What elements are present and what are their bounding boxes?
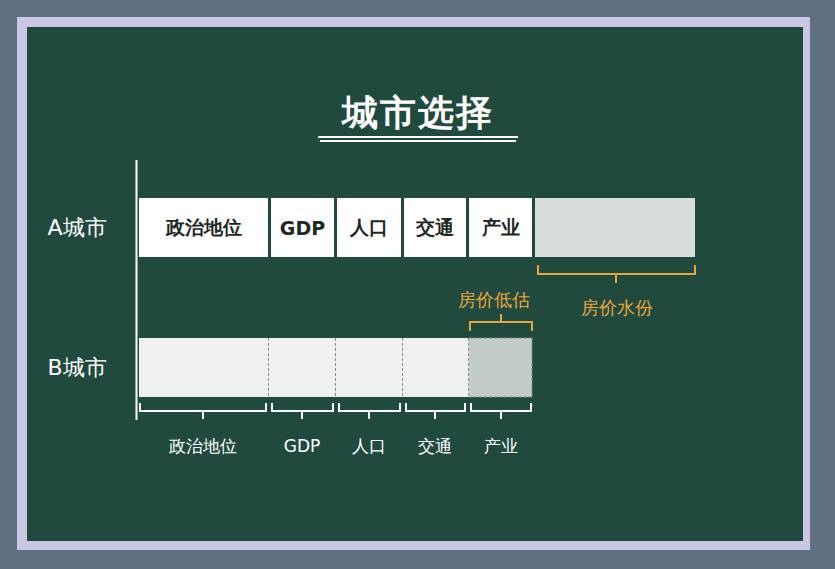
box-label: 交通	[416, 215, 454, 241]
segment-label: 人口	[352, 435, 386, 458]
empty-bar	[139, 338, 532, 397]
shaded-box	[469, 338, 532, 397]
annotation: 房价低估	[458, 288, 530, 312]
title: 城市选择	[342, 89, 494, 138]
dashed-divider	[269, 338, 533, 397]
segment-label: 交通	[418, 435, 452, 458]
board	[27, 27, 803, 541]
category-box: 人口	[337, 198, 401, 257]
box-label: 政治地位	[166, 215, 242, 241]
axis-line	[136, 160, 138, 420]
segment-label: GDP	[284, 436, 321, 456]
segment-label: 政治地位	[169, 435, 237, 458]
bracket	[140, 403, 531, 419]
annotation: 房价水份	[581, 296, 653, 320]
box-label: 人口	[350, 215, 388, 241]
empty-box	[535, 198, 695, 257]
category-box: 政治地位	[139, 198, 268, 257]
category-box: GDP	[271, 198, 334, 257]
title-underline	[318, 137, 518, 141]
box-label: GDP	[280, 217, 325, 239]
segment-label: 产业	[484, 435, 518, 458]
row-label: B城市	[47, 353, 106, 383]
box-label: 产业	[482, 215, 520, 241]
row-label: A城市	[47, 213, 106, 243]
board-frame	[17, 17, 810, 550]
category-box: 产业	[469, 198, 532, 257]
category-box: 交通	[404, 198, 466, 257]
